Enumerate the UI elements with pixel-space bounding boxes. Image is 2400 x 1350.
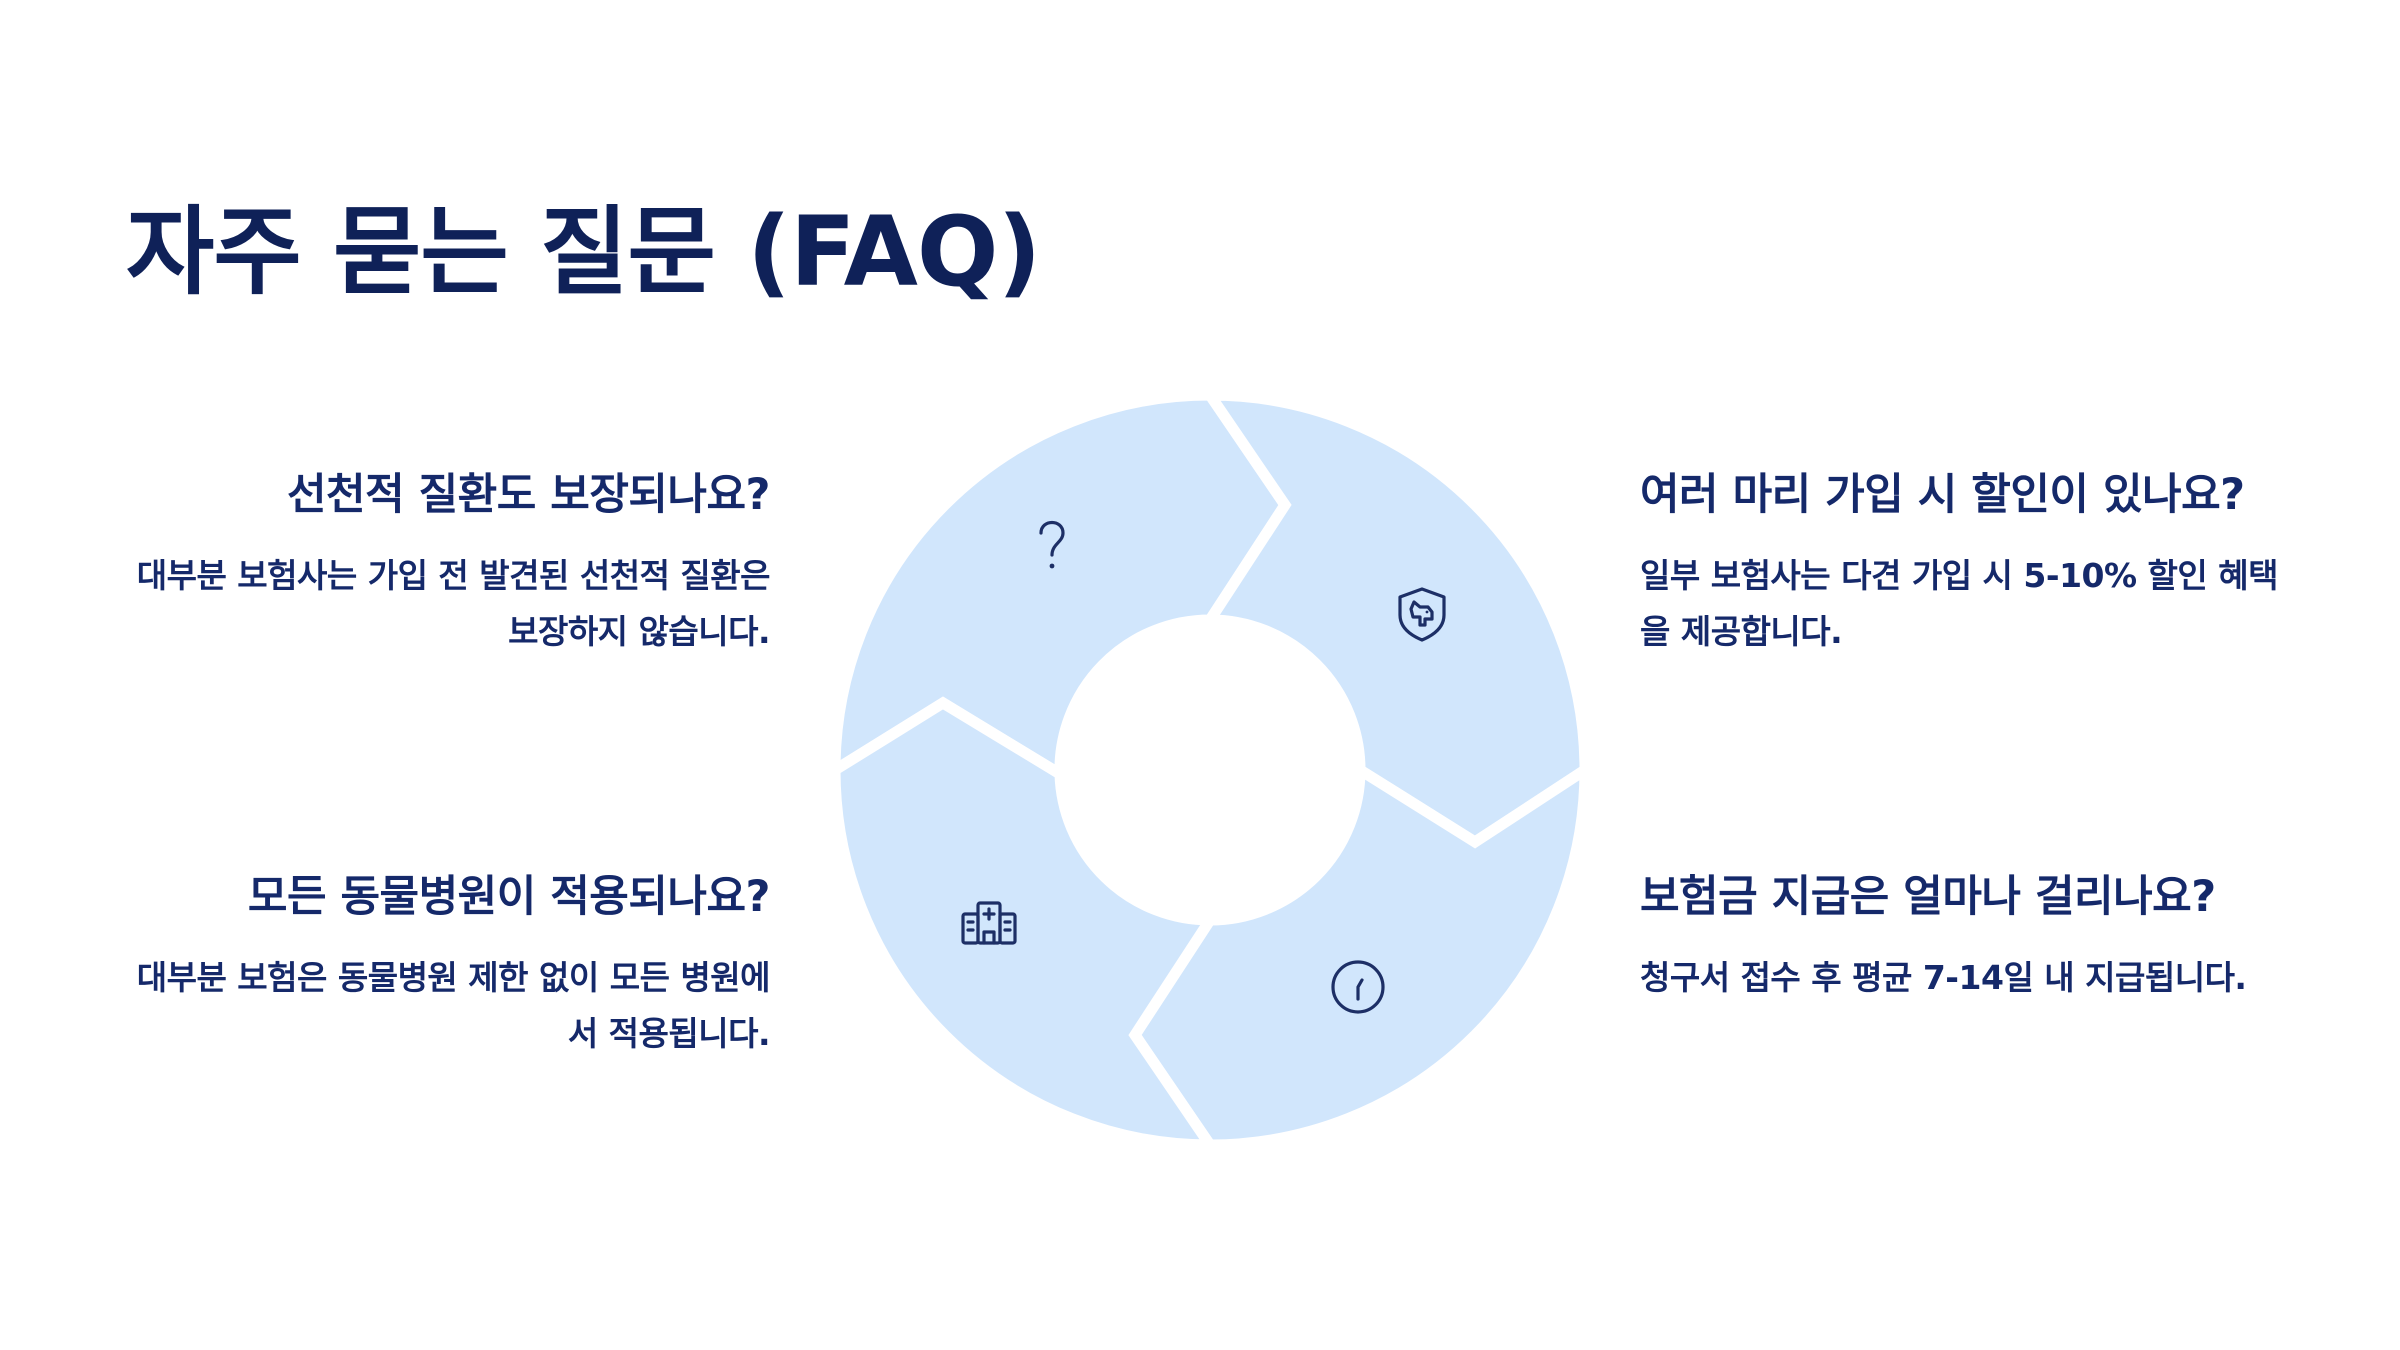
question-mark-icon [1039, 520, 1065, 569]
clock-icon [1331, 960, 1385, 1014]
faq-answer: 청구서 접수 후 평균 7-14일 내 지급됩니다. [1640, 950, 2280, 1007]
cycle-segment-bottom-right [1128, 759, 1591, 1151]
faq-multi-pet-discount: 여러 마리 가입 시 할인이 있나요? 일부 보험사는 다견 가입 시 5-10… [1640, 470, 2280, 661]
faq-question: 선천적 질환도 보장되나요? [286, 470, 771, 520]
cycle-segment-top-left [829, 389, 1292, 784]
faq-question: 모든 동물병원이 적용되나요? [247, 872, 771, 922]
faq-question: 보험금 지급은 얼마나 걸리나요? [1640, 872, 2216, 922]
answer-text: 일 내 지급됩니다. [2003, 957, 2247, 997]
faq-congenital: 선천적 질환도 보장되나요? 대부분 보험사는 가입 전 발견된 선천적 질환은… [130, 470, 771, 661]
dog-shield-icon [1398, 587, 1446, 642]
faq-answer: 대부분 보험은 동물병원 제한 없이 모든 병원에서 적용됩니다. [136, 957, 771, 1054]
faq-answer: 대부분 보험사는 가입 전 발견된 선천적 질환은 보장하지 않습니다. [136, 555, 771, 652]
faq-answer: 일부 보험사는 다견 가입 시 5-10% 할인 혜택을 제공합니다. [1640, 548, 2280, 662]
page-title: 자주 묻는 질문 (FAQ) [126, 196, 1041, 308]
answer-text: 할인 혜택을 제공합니다. [1640, 555, 2278, 652]
faq-payout-time: 보험금 지급은 얼마나 걸리나요? 청구서 접수 후 평균 7-14일 내 지급… [1640, 872, 2280, 1006]
answer-text: 청구서 접수 후 평균 [1640, 957, 1923, 997]
answer-highlight: 5-10% [2023, 555, 2137, 595]
faq-all-hospitals: 모든 동물병원이 적용되나요? 대부분 보험은 동물병원 제한 없이 모든 병원… [130, 872, 771, 1063]
hospital-icon [961, 901, 1017, 945]
answer-text: 일부 보험사는 다견 가입 시 [1640, 555, 2024, 595]
answer-highlight: 7-14 [1922, 957, 2004, 997]
cycle-segment-top-right [1199, 389, 1591, 849]
faq-cycle-diagram [829, 389, 1591, 1151]
faq-question: 여러 마리 가입 시 할인이 있나요? [1640, 470, 2245, 520]
cycle-segment-bottom-left [829, 696, 1221, 1151]
